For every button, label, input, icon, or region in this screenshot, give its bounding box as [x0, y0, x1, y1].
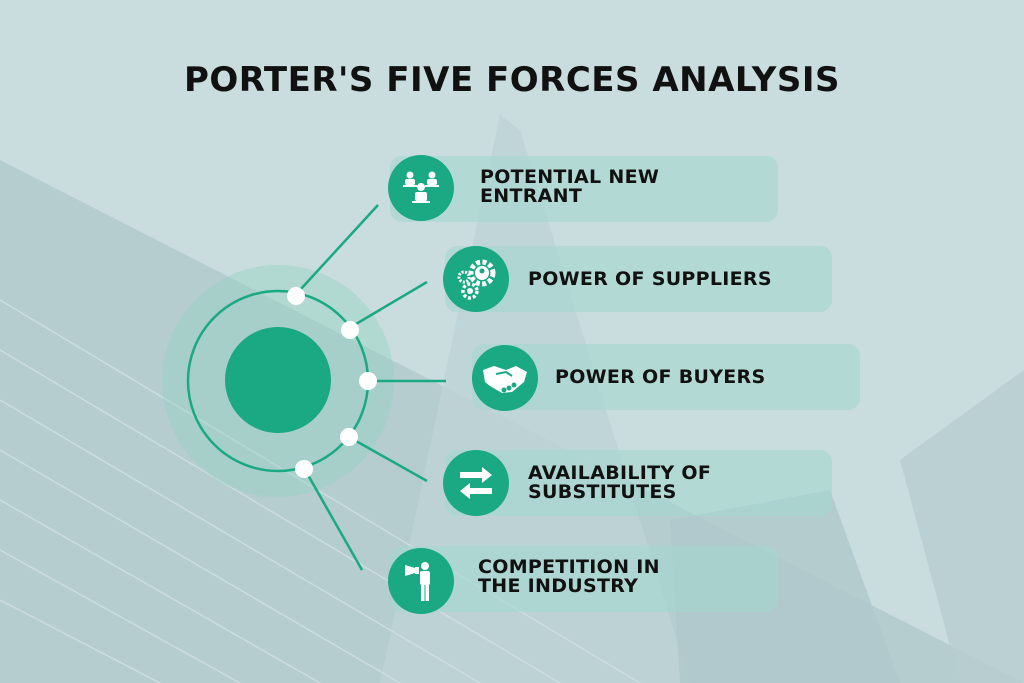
handshake-icon: [472, 345, 538, 411]
page-title: PORTER'S FIVE FORCES ANALYSIS: [183, 60, 841, 100]
force-label-substitutes: AVAILABILITY OF SUBSTITUTES: [528, 464, 711, 502]
force-label-new-entrant: POTENTIAL NEW ENTRANT: [480, 168, 659, 206]
connector-line: [355, 439, 428, 483]
label-line: SUBSTITUTES: [528, 481, 677, 503]
force-label-suppliers: POWER OF SUPPLIERS: [528, 268, 772, 290]
people-icon: [388, 155, 454, 221]
force-card-substitutes: [445, 450, 832, 516]
force-label-competition: COMPETITION IN THE INDUSTRY: [478, 558, 660, 596]
force-card-competition: [390, 546, 778, 612]
force-card-suppliers: [445, 246, 832, 312]
label-line: THE INDUSTRY: [478, 575, 639, 597]
connector-line: [355, 280, 428, 326]
label-line: AVAILABILITY OF: [528, 462, 712, 484]
force-label-buyers: POWER OF BUYERS: [555, 366, 766, 388]
label-line: POTENTIAL NEW: [480, 166, 660, 188]
connector-dot: [295, 460, 313, 478]
connector-dot: [341, 321, 359, 339]
connector-line: [299, 204, 379, 291]
hub-center: [225, 327, 331, 433]
connector-dot: [359, 372, 377, 390]
connector-line: [306, 474, 364, 571]
connector-dot: [340, 428, 358, 446]
connector-dot: [287, 287, 305, 305]
swap-arrows-icon: [443, 450, 509, 516]
label-line: ENTRANT: [480, 185, 583, 207]
label-line: COMPETITION IN: [478, 556, 660, 578]
gears-icon: [443, 246, 509, 312]
megaphone-person-icon: [388, 548, 454, 614]
force-card-new-entrant: [390, 156, 778, 222]
